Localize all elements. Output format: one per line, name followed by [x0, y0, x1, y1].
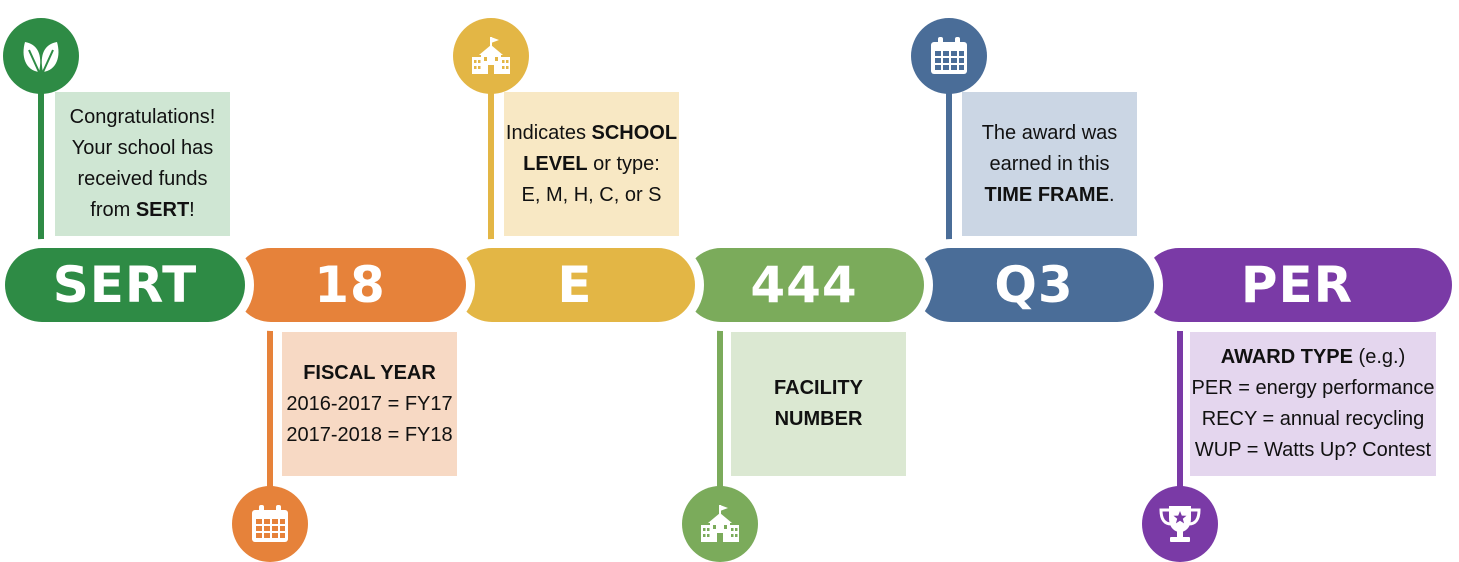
school-icon — [453, 18, 529, 94]
award-title: AWARD TYPE (e.g.) — [1220, 346, 1406, 368]
facility-callout: FACILITY NUMBER — [731, 332, 906, 476]
time-line-3: TIME FRAME. — [984, 183, 1115, 206]
sert-line-1: Congratulations! — [69, 106, 216, 128]
calendar-icon — [911, 18, 987, 94]
fy-title: FISCAL YEAR — [303, 361, 436, 384]
time-line-2: earned in this — [989, 152, 1110, 175]
award-stem — [1177, 300, 1183, 510]
time-segment-label: Q3 — [994, 256, 1074, 314]
calendar-icon — [232, 486, 308, 562]
award-callout: AWARD TYPE (e.g.) PER = energy performan… — [1190, 332, 1436, 476]
fy-callout: FISCAL YEAR 2016-2017 = FY17 2017-2018 =… — [282, 332, 457, 476]
sert-line-4: from SERT! — [90, 199, 195, 221]
time-line-1: The award was — [981, 121, 1118, 144]
award-line-1: PER = energy performance — [1191, 377, 1435, 399]
trophy-icon — [1142, 486, 1218, 562]
level-segment-label: E — [557, 256, 593, 314]
facility-title-2: NUMBER — [774, 408, 863, 430]
time-callout: The award was earned in this TIME FRAME. — [962, 92, 1137, 236]
level-callout: Indicates SCHOOL LEVEL or type: E, M, H,… — [504, 92, 679, 236]
sert-line-3: received funds — [77, 168, 208, 190]
fy-segment: 18 — [234, 248, 466, 322]
facility-segment: 444 — [684, 248, 924, 322]
facility-stem — [717, 300, 723, 510]
fy-line-1: 2016-2017 = FY17 — [286, 392, 453, 415]
fy-line-2: 2017-2018 = FY18 — [286, 423, 453, 446]
facility-title-1: FACILITY — [774, 377, 863, 399]
leaf-icon — [3, 18, 79, 94]
sert-segment-label: SERT — [52, 256, 198, 314]
sert-segment: SERT — [5, 248, 245, 322]
award-segment: PER — [1142, 248, 1452, 322]
fy-stem — [267, 300, 273, 510]
sert-line-2: Your school has — [71, 137, 214, 159]
time-segment: Q3 — [914, 248, 1154, 322]
award-segment-label: PER — [1240, 256, 1354, 314]
level-segment: E — [455, 248, 695, 322]
level-line-2: LEVEL or type: — [523, 152, 660, 175]
time-stem — [946, 60, 952, 260]
facility-segment-label: 444 — [750, 256, 858, 314]
school-icon — [682, 486, 758, 562]
sert-stem — [38, 60, 44, 260]
award-line-3: WUP = Watts Up? Contest — [1194, 439, 1432, 461]
level-stem — [488, 60, 494, 260]
sert-callout: Congratulations! Your school has receive… — [55, 92, 230, 236]
fy-segment-label: 18 — [314, 256, 386, 314]
award-line-2: RECY = annual recycling — [1201, 408, 1425, 430]
level-line-3: E, M, H, C, or S — [521, 183, 662, 206]
level-line-1: Indicates SCHOOL — [505, 121, 678, 144]
